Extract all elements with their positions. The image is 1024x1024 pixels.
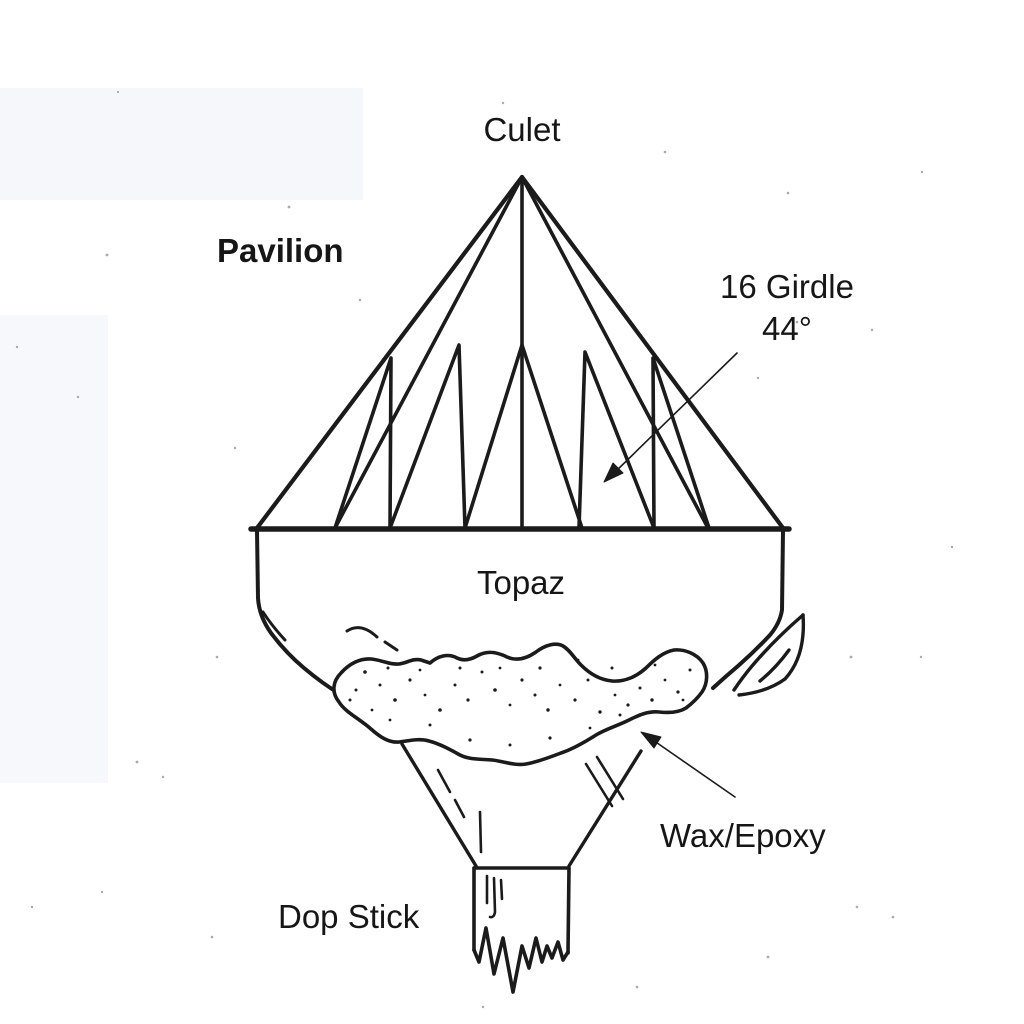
scan-speckles (15, 90, 954, 1009)
scan-artifact-panel-top (0, 88, 363, 200)
girdle-label-line2: 44° (762, 310, 812, 348)
girdle-facet-lines (333, 343, 711, 530)
dop-stick (472, 866, 571, 994)
girdle-label-line1: 16 Girdle (720, 268, 854, 305)
topaz-body-outline (255, 529, 785, 696)
pavilion-main-facet-lines (333, 175, 710, 530)
dop-cone-hatch-marks (436, 755, 625, 854)
pavilion-label: Pavilion (217, 232, 344, 269)
wax-stipple-dots (348, 658, 692, 747)
dop-stick-hatch-marks (485, 874, 504, 919)
wax-epoxy-blob (332, 642, 709, 767)
topaz-right-flourish (732, 613, 806, 697)
scan-artifact-panel-left (0, 315, 108, 783)
culet-label: Culet (483, 111, 561, 148)
topaz-label: Topaz (476, 564, 566, 601)
dop-cone (400, 742, 643, 870)
girdle-label: 16 Girdle 44° (720, 266, 854, 350)
pavilion-outline (254, 174, 786, 531)
wax-arrow (640, 731, 736, 798)
topaz-crack-marks (261, 610, 399, 652)
dop-stick-label: Dop Stick (278, 898, 420, 935)
wax-epoxy-label: Wax/Epoxy (660, 817, 826, 854)
girdle-arrow (603, 352, 738, 483)
